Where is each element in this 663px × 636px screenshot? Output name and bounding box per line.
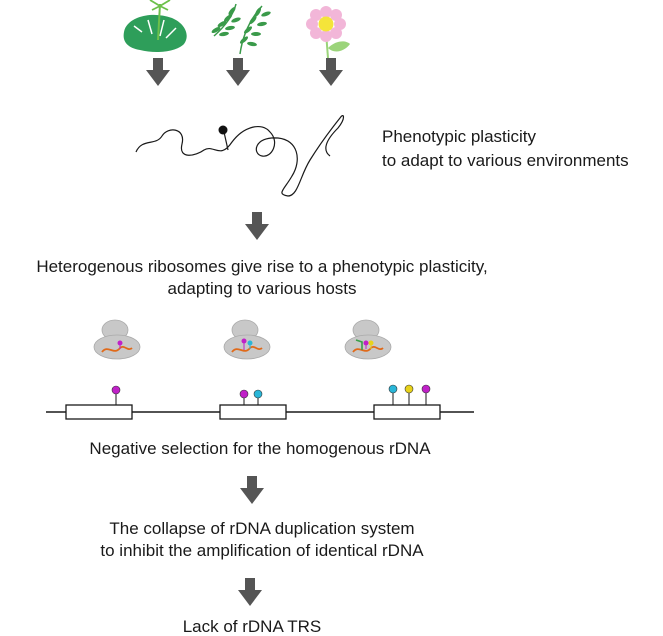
negative-selection-label: Negative selection for the homogenous rD… [89,439,431,458]
lack-trs-label: Lack of rDNA TRS [183,617,322,636]
arrow-down-collapse [238,578,262,606]
ribosome-1 [93,319,141,360]
arrow-down-selection [240,476,264,504]
rdna-unit-2 [219,404,287,420]
monstera-leaf-icon [123,0,187,52]
arrow-down-host2 [226,58,250,86]
arrow-down-host1 [146,58,170,86]
arrow-down-plasticity [245,212,269,240]
fern-icon [211,3,271,55]
rdna-unit-3 [373,404,441,420]
ribosome-3 [344,319,392,360]
heterogenous-label-line1: Heterogenous ribosomes give rise to a ph… [36,257,487,276]
heterogenous-label-line2: adapting to various hosts [167,279,356,298]
rdna-array [46,384,474,420]
plasticity-curve [135,115,345,197]
plasticity-label-line1: Phenotypic plasticity [382,127,537,146]
collapse-label-line1: The collapse of rDNA duplication system [109,519,414,538]
ribosome-2 [223,319,271,360]
rdna-unit-1 [65,404,133,420]
plasticity-label-line2: to adapt to various environments [382,151,629,170]
arrow-down-host3 [319,58,343,86]
flower-icon [306,6,350,59]
collapse-label-line2: to inhibit the amplification of identica… [100,541,424,560]
